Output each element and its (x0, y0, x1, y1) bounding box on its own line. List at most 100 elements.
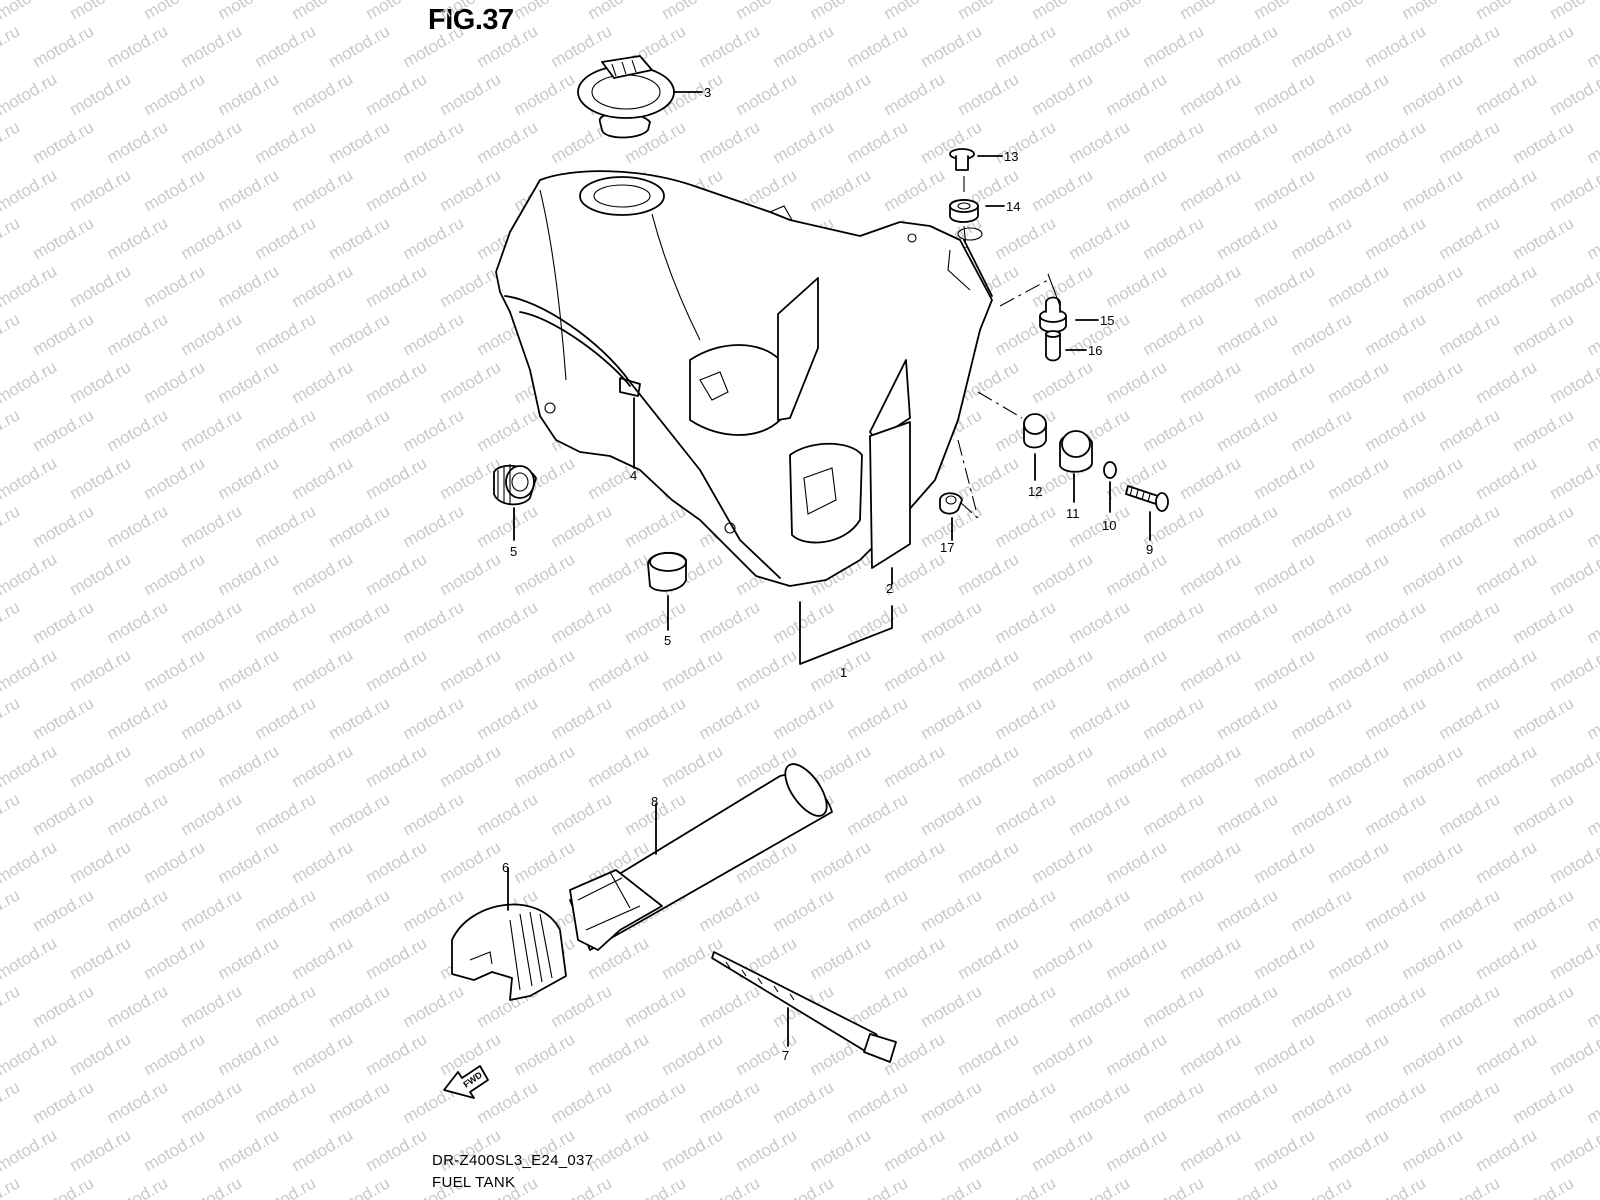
tie-wrap-part-7[interactable] (711, 951, 897, 1063)
part-number-12: 12 (1028, 484, 1042, 499)
watermark-text: motod.ru (1177, 69, 1245, 119)
watermark-text: motod.ru (252, 117, 320, 167)
watermark-text: motod.ru (0, 789, 23, 839)
watermark-text: motod.ru (67, 69, 135, 119)
watermark-text: motod.ru (30, 213, 98, 263)
watermark-text: motod.ru (400, 789, 468, 839)
watermark-text: motod.ru (881, 69, 949, 119)
watermark-text: motod.ru (1140, 789, 1208, 839)
watermark-text: motod.ru (807, 0, 875, 23)
watermark-text: motod.ru (1251, 741, 1319, 791)
cushion-part-11[interactable] (1059, 430, 1093, 503)
watermark-text: motod.ru (1547, 645, 1600, 695)
watermark-text: motod.ru (1214, 693, 1282, 743)
fuel-cap-part-3[interactable] (577, 55, 703, 139)
watermark-text: motod.ru (992, 21, 1060, 71)
watermark-text: motod.ru (326, 885, 394, 935)
watermark-text: motod.ru (1066, 981, 1134, 1031)
cushion-part-12[interactable] (1023, 413, 1047, 481)
watermark-text: motod.ru (1325, 549, 1393, 599)
watermark-text: motod.ru (1399, 261, 1467, 311)
watermark-text: motod.ru (437, 741, 505, 791)
watermark-text: motod.ru (289, 357, 357, 407)
watermark-text: motod.ru (1325, 1029, 1393, 1079)
protector-part-8[interactable] (569, 757, 835, 951)
watermark-text: motod.ru (289, 165, 357, 215)
watermark-text: motod.ru (585, 549, 653, 599)
watermark-text: motod.ru (289, 69, 357, 119)
watermark-text: motod.ru (400, 885, 468, 935)
watermark-text: motod.ru (1029, 837, 1097, 887)
watermark-text: motod.ru (659, 741, 727, 791)
watermark-text: motod.ru (1214, 117, 1282, 167)
watermark-text: motod.ru (215, 261, 283, 311)
watermark-text: motod.ru (363, 165, 431, 215)
watermark-text: motod.ru (1177, 261, 1245, 311)
watermark-text: motod.ru (770, 597, 838, 647)
watermark-text: motod.ru (1325, 837, 1393, 887)
watermark-text: motod.ru (141, 453, 209, 503)
watermark-text: motod.ru (1584, 1173, 1600, 1200)
watermark-text: motod.ru (955, 1029, 1023, 1079)
watermark-text: motod.ru (955, 837, 1023, 887)
watermark-text: motod.ru (0, 597, 23, 647)
watermark-text: motod.ru (178, 1077, 246, 1127)
watermark-text: motod.ru (141, 837, 209, 887)
figure-code: DR-Z400SL3_E24_037 (432, 1152, 594, 1169)
clamp-part-6[interactable] (451, 867, 567, 1001)
watermark-text: motod.ru (548, 1077, 616, 1127)
collar-part-16[interactable] (1045, 330, 1087, 362)
watermark-text: motod.ru (252, 501, 320, 551)
watermark-text: motod.ru (104, 501, 172, 551)
watermark-text: motod.ru (1584, 501, 1600, 551)
watermark-text: motod.ru (0, 21, 23, 71)
watermark-text: motod.ru (1362, 501, 1430, 551)
watermark-text: motod.ru (1547, 357, 1600, 407)
washer-part-14[interactable] (949, 199, 1005, 223)
watermark-text: motod.ru (1325, 933, 1393, 983)
part-number-6: 6 (502, 860, 509, 875)
cushion-part-5a[interactable] (493, 464, 537, 541)
watermark-text: motod.ru (474, 1077, 542, 1127)
assembly-line-17 (957, 439, 981, 521)
watermark-text: motod.ru (955, 453, 1023, 503)
watermark-text: motod.ru (30, 1077, 98, 1127)
watermark-text: motod.ru (1399, 837, 1467, 887)
watermark-text: motod.ru (992, 789, 1060, 839)
watermark-text: motod.ru (1103, 645, 1171, 695)
watermark-text: motod.ru (844, 597, 912, 647)
grommet-part-17[interactable] (939, 492, 963, 541)
watermark-text: motod.ru (252, 21, 320, 71)
fuel-tank-part-1[interactable] (495, 170, 993, 587)
watermark-text: motod.ru (1436, 981, 1504, 1031)
watermark-text: motod.ru (141, 549, 209, 599)
watermark-text: motod.ru (30, 501, 98, 551)
watermark-text: motod.ru (1473, 549, 1541, 599)
watermark-text: motod.ru (215, 549, 283, 599)
grommet-part-15[interactable] (1039, 296, 1099, 333)
side-panel-part-2[interactable] (777, 277, 911, 569)
watermark-text: motod.ru (437, 165, 505, 215)
bolt-part-9[interactable] (1125, 485, 1169, 541)
watermark-text: motod.ru (1584, 309, 1600, 359)
watermark-text: motod.ru (1362, 1173, 1430, 1200)
cushion-part-5b[interactable] (647, 551, 687, 631)
watermark-text: motod.ru (67, 549, 135, 599)
watermark-text: motod.ru (1251, 69, 1319, 119)
watermark-text: motod.ru (918, 117, 986, 167)
bolt-part-13[interactable] (949, 148, 1003, 171)
watermark-text: motod.ru (1584, 1077, 1600, 1127)
watermark-text: motod.ru (30, 597, 98, 647)
watermark-text: motod.ru (326, 693, 394, 743)
watermark-text: motod.ru (548, 1173, 616, 1200)
washer-part-10[interactable] (1103, 461, 1117, 513)
watermark-text: motod.ru (1029, 165, 1097, 215)
watermark-text: motod.ru (215, 69, 283, 119)
watermark-text: motod.ru (67, 837, 135, 887)
watermark-text: motod.ru (1510, 1173, 1578, 1200)
watermark-text: motod.ru (1362, 405, 1430, 455)
watermark-text: motod.ru (67, 357, 135, 407)
watermark-text: motod.ru (1066, 693, 1134, 743)
watermark-text: motod.ru (67, 1029, 135, 1079)
